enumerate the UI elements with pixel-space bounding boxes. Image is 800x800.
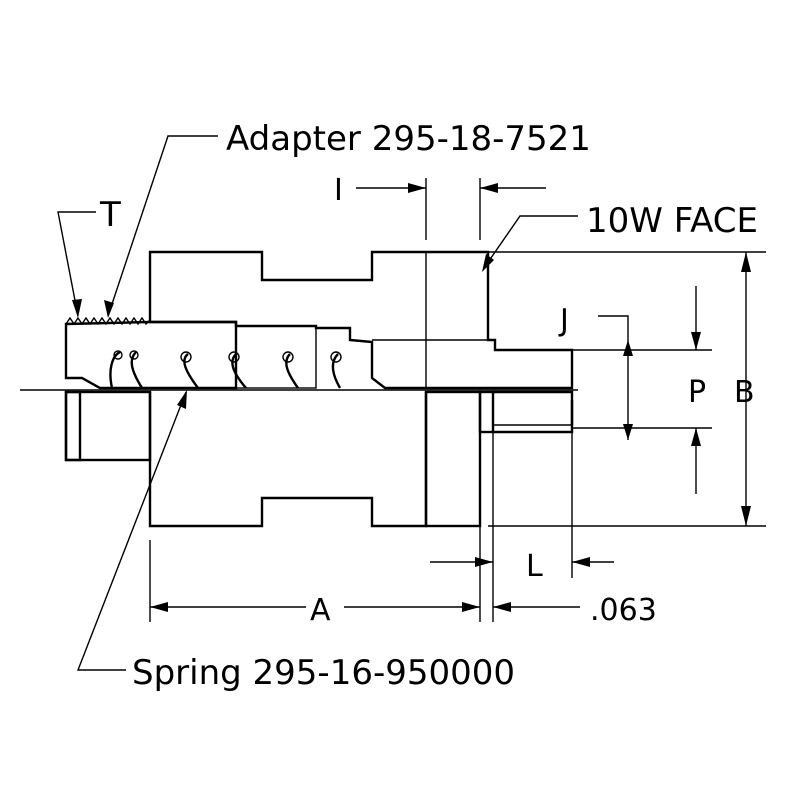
face-callout: 10W FACE xyxy=(482,201,758,272)
dim-t-label: T xyxy=(99,195,121,235)
dim-063-label: .063 xyxy=(590,593,657,628)
dim-063: .063 xyxy=(493,593,657,628)
t-callout: T xyxy=(57,195,121,318)
dim-i: I xyxy=(334,173,546,240)
dim-b-label: B xyxy=(734,375,755,410)
dim-l-label: L xyxy=(526,549,543,584)
dim-l: L xyxy=(430,432,614,622)
spring-coils xyxy=(109,350,342,389)
dim-j: J xyxy=(558,303,633,440)
spring-callout: Spring 295-16-950000 xyxy=(76,390,515,693)
dim-p: P xyxy=(572,286,712,494)
dim-a-label: A xyxy=(310,593,331,628)
dim-b: B xyxy=(488,251,766,527)
adapter-part xyxy=(64,316,317,462)
dim-i-label: I xyxy=(334,173,343,208)
adapter-label: Adapter 295-18-7521 xyxy=(226,119,591,159)
dim-p-label: P xyxy=(688,375,706,410)
body-section-upper xyxy=(148,250,574,390)
dim-j-label: J xyxy=(558,303,569,338)
spring-label: Spring 295-16-950000 xyxy=(132,653,515,693)
body-lower xyxy=(148,390,574,528)
face-label: 10W FACE xyxy=(586,201,758,241)
adapter-callout: Adapter 295-18-7521 xyxy=(104,119,591,318)
dim-a: A xyxy=(149,540,480,628)
